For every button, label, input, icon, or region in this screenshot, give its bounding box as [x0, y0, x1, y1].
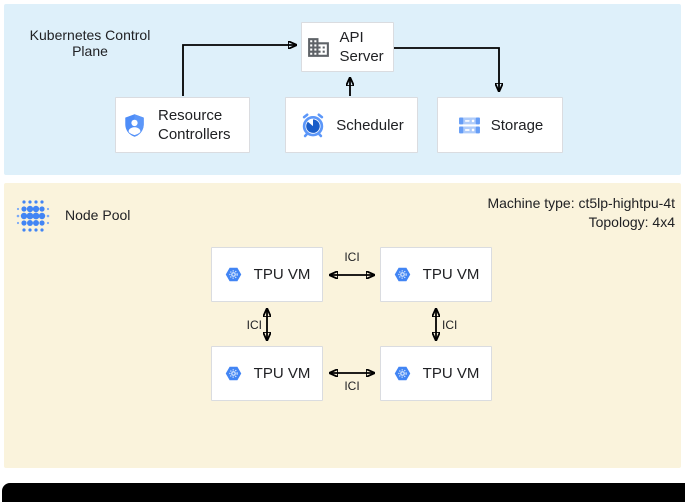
tpu-hexagon-icon — [393, 265, 412, 284]
resource-controllers-box: Resource Controllers — [115, 97, 250, 153]
control-plane-title: Kubernetes Control Plane — [29, 27, 151, 59]
storage-label: Storage — [490, 116, 544, 134]
ici-label-right: ICI — [442, 318, 458, 332]
node-pool-title: Node Pool — [65, 207, 131, 223]
ici-label-bottom: ICI — [344, 379, 360, 393]
building-icon — [306, 35, 331, 60]
node-pool-section — [4, 183, 681, 468]
tpu-vm-label: TPU VM — [422, 266, 480, 283]
tpu-vm-box-top-right: TPU VM — [380, 247, 492, 302]
resource-controllers-label: Resource Controllers — [158, 107, 231, 143]
api-server-label: API Server — [339, 29, 384, 65]
server-stack-icon — [457, 113, 482, 138]
tpu-vm-box-bottom-left: TPU VM — [211, 346, 323, 401]
tpu-vm-label: TPU VM — [253, 365, 311, 382]
ici-label-left: ICI — [246, 318, 262, 332]
tpu-hexagon-icon — [224, 364, 243, 383]
scheduler-box: Scheduler — [285, 97, 418, 153]
shield-person-icon — [121, 112, 148, 139]
alarm-clock-icon — [299, 111, 327, 139]
api-server-box: API Server — [301, 22, 394, 72]
machine-info: Machine type: ct5lp-hightpu-4t Topology:… — [487, 194, 675, 231]
tpu-vm-box-bottom-right: TPU VM — [380, 346, 492, 401]
topology-text: Topology: 4x4 — [588, 213, 675, 230]
scheduler-label: Scheduler — [336, 116, 404, 134]
tpu-vm-label: TPU VM — [253, 266, 311, 283]
bottom-bar — [2, 483, 685, 502]
storage-box: Storage — [437, 97, 563, 153]
machine-type-text: Machine type: ct5lp-hightpu-4t — [487, 195, 675, 211]
tpu-vm-label: TPU VM — [422, 365, 480, 382]
tpu-vm-box-top-left: TPU VM — [211, 247, 323, 302]
node-pool-dots-icon — [13, 197, 53, 235]
tpu-hexagon-icon — [224, 265, 243, 284]
tpu-hexagon-icon — [393, 364, 412, 383]
ici-label-top: ICI — [344, 250, 360, 264]
